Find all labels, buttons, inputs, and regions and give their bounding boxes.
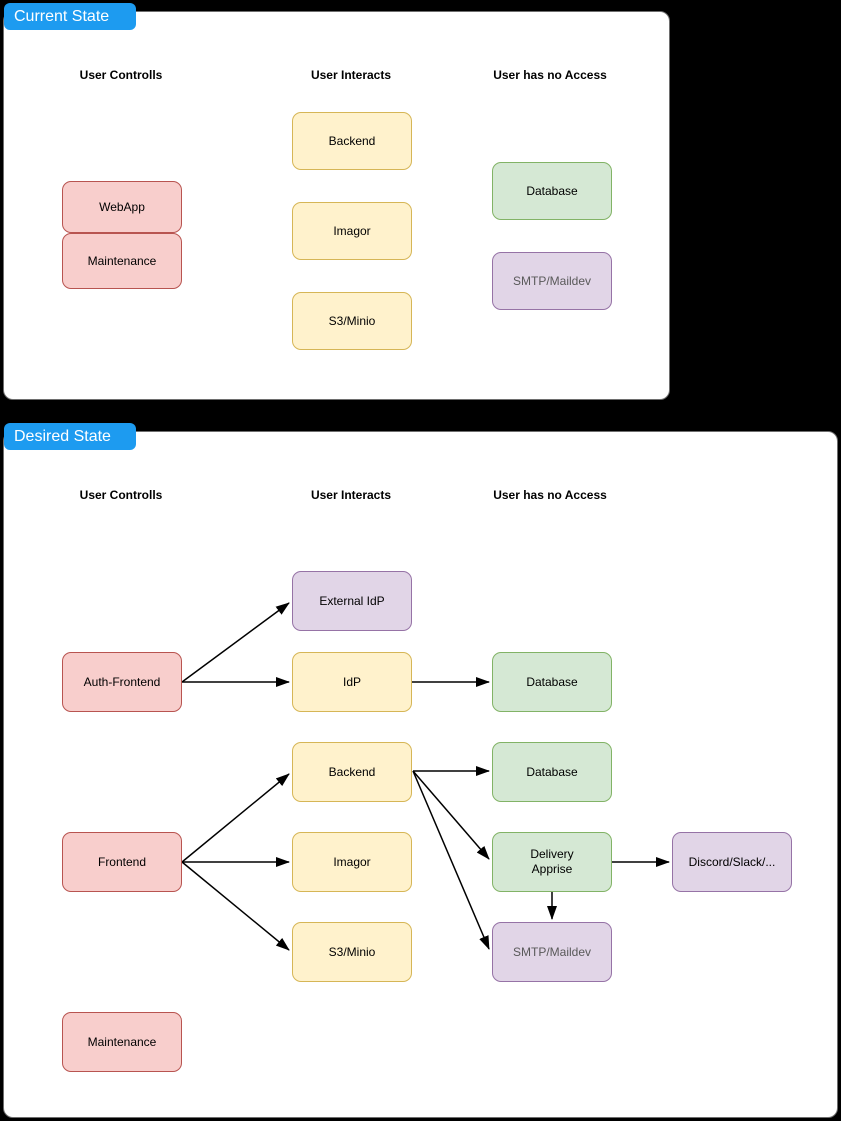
node-maintenance: Maintenance xyxy=(62,233,182,289)
node-auth-frontend: Auth-Frontend xyxy=(62,652,182,712)
edge-frontend-to-s3-minio xyxy=(181,861,290,951)
node-webapp: WebApp xyxy=(62,181,182,233)
node-idp: IdP xyxy=(292,652,412,712)
panel-frame-desired-state: User Controlls User Interacts User has no … xyxy=(3,431,838,1118)
node-maintenance: Maintenance xyxy=(62,1012,182,1072)
node-backend: Backend xyxy=(292,112,412,170)
edge-auth-frontend-to-external-idp xyxy=(181,602,290,683)
edge-backend-to-delivery-apprise xyxy=(412,770,490,860)
panel-frame-current-state: User Controlls User Interacts User has no … xyxy=(3,11,670,400)
node-smtp-maildev: SMTP/Maildev xyxy=(492,922,612,982)
node-external-idp: External IdP xyxy=(292,571,412,631)
node-imagor: Imagor xyxy=(292,832,412,892)
node-database: Database xyxy=(492,162,612,220)
node-discord-slack: Discord/Slack/... xyxy=(672,832,792,892)
panel-tab-current-state: Current State xyxy=(4,3,136,30)
column-header: User has no Access xyxy=(493,68,607,82)
node-database-2: Database xyxy=(492,742,612,802)
node-smtp-maildev: SMTP/Maildev xyxy=(492,252,612,310)
column-header: User Controlls xyxy=(79,488,163,502)
edge-frontend-to-backend xyxy=(181,773,290,863)
node-database-1: Database xyxy=(492,652,612,712)
node-s3-minio: S3/Minio xyxy=(292,922,412,982)
node-backend: Backend xyxy=(292,742,412,802)
node-frontend: Frontend xyxy=(62,832,182,892)
node-imagor: Imagor xyxy=(292,202,412,260)
column-header: User Interacts xyxy=(310,68,392,82)
column-header: User Controlls xyxy=(79,68,163,82)
edge-backend-to-smtp-maildev xyxy=(412,770,490,950)
column-header: User Interacts xyxy=(310,488,392,502)
node-delivery-apprise: Delivery Apprise xyxy=(492,832,612,892)
column-header: User has no Access xyxy=(493,488,607,502)
node-s3-minio: S3/Minio xyxy=(292,292,412,350)
panel-tab-desired-state: Desired State xyxy=(4,423,136,450)
